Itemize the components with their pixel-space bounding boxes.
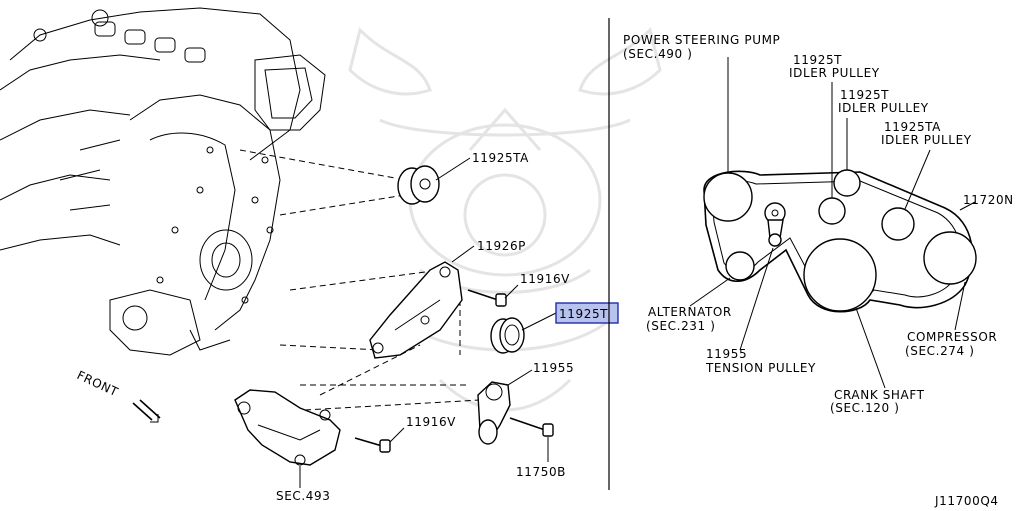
power-steering-pump-pulley bbox=[703, 172, 753, 222]
right-labels: POWER STEERING PUMP (SEC.490 ) 11925T ID… bbox=[623, 33, 1014, 508]
label-11926p: 11926P bbox=[477, 239, 526, 253]
label-power-steering-pump: POWER STEERING PUMP bbox=[623, 33, 780, 47]
label-compressor-sec: (SEC.274 ) bbox=[905, 344, 974, 358]
label-crank-sec: (SEC.120 ) bbox=[830, 401, 899, 415]
highlight-box-11925t bbox=[555, 302, 619, 324]
label-alternator: ALTERNATOR bbox=[648, 305, 732, 319]
label-11925t-highlight[interactable]: 11925T bbox=[559, 307, 608, 321]
label-belt-11720n: 11720N bbox=[963, 193, 1014, 207]
label-11955: 11955 bbox=[533, 361, 574, 375]
crank-shaft-pulley bbox=[803, 238, 877, 312]
bracket-11926p-part bbox=[369, 245, 475, 359]
alternator-pulley bbox=[725, 251, 755, 281]
label-power-steering-sec: (SEC.490 ) bbox=[623, 47, 692, 61]
idler-pulley-11925ta-part bbox=[397, 157, 471, 205]
label-front: FRONT bbox=[75, 368, 121, 399]
belt-routing-schematic bbox=[689, 57, 977, 389]
idler-pulley-11925t-part bbox=[490, 312, 557, 354]
label-11916v-bottom: 11916V bbox=[406, 415, 456, 429]
label-idler1-part: 11925T bbox=[793, 53, 842, 67]
label-tension-pulley: TENSION PULLEY bbox=[705, 361, 816, 375]
label-alternator-sec: (SEC.231 ) bbox=[646, 319, 715, 333]
label-compressor: COMPRESSOR bbox=[907, 330, 997, 344]
label-idler2-name: IDLER PULLEY bbox=[838, 101, 929, 115]
front-arrow bbox=[132, 399, 161, 423]
idler-pulley-3 bbox=[881, 207, 915, 241]
bolt-11916v-top-part bbox=[467, 284, 519, 307]
lower-bracket-sec493-part bbox=[234, 389, 341, 488]
label-11916v-top: 11916V bbox=[520, 272, 570, 286]
label-idler3-part: 11925TA bbox=[884, 120, 941, 134]
bolt-11916v-bottom-part bbox=[354, 427, 405, 453]
compressor-pulley bbox=[923, 231, 977, 285]
label-tension-part: 11955 bbox=[706, 347, 747, 361]
label-idler3-name: IDLER PULLEY bbox=[881, 133, 972, 147]
diagram-code: J11700Q4 bbox=[934, 494, 999, 508]
tensioner-11955-part bbox=[477, 369, 554, 462]
belt-11720n bbox=[703, 170, 974, 313]
left-labels: 11925TA 11926P 11916V 11925T 11955 11916… bbox=[75, 151, 619, 503]
idler-pulley-2 bbox=[833, 169, 861, 197]
idler-pulley-1 bbox=[818, 197, 846, 225]
label-idler2-part: 11925T bbox=[840, 88, 889, 102]
label-11925ta: 11925TA bbox=[472, 151, 529, 165]
label-11750b: 11750B bbox=[516, 465, 566, 479]
engine-block bbox=[0, 7, 326, 356]
label-idler1-name: IDLER PULLEY bbox=[789, 66, 880, 80]
label-sec493: SEC.493 bbox=[276, 489, 331, 503]
label-crank-shaft: CRANK SHAFT bbox=[834, 388, 925, 402]
